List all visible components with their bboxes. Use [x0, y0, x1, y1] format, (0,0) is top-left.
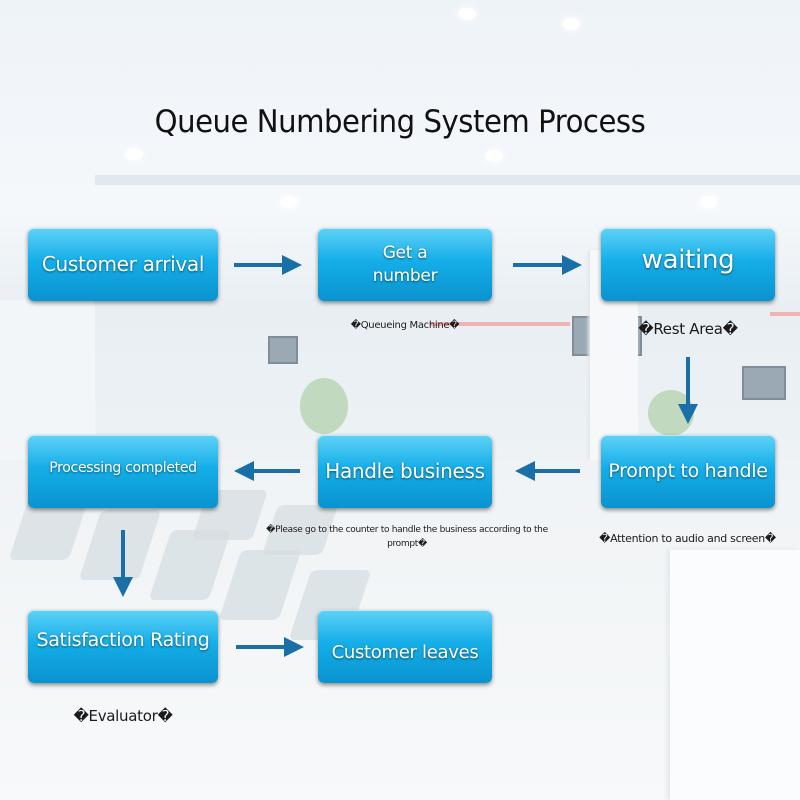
note-attention: �Attention to audio and screen�: [599, 532, 776, 545]
ceiling-light: [700, 196, 718, 208]
note-evaluator: �Evaluator�: [73, 707, 173, 725]
node-label: Satisfaction Rating: [36, 628, 210, 651]
diagram-title: Queue Numbering System Process: [154, 104, 646, 140]
node-label: Customer arrival: [41, 252, 205, 276]
node-handle-business: Handle business: [318, 435, 492, 508]
node-label-line2: number: [372, 265, 438, 286]
note-queueing-machine: �Queueing Machine�: [350, 320, 460, 331]
node-label: Prompt to handle: [608, 459, 768, 482]
potted-plant: [300, 378, 348, 434]
ceiling-light: [125, 148, 143, 160]
wall-stripe: [770, 312, 800, 316]
node-prompt-to-handle: Prompt to handle: [601, 435, 775, 508]
node-label: waiting: [641, 244, 735, 275]
back-wall: [95, 300, 800, 460]
node-satisfaction-rating: Satisfaction Rating: [28, 610, 218, 683]
wall-stripe: [430, 322, 570, 326]
node-label: Handle business: [325, 459, 485, 483]
node-label: Customer leaves: [331, 642, 479, 664]
node-processing-completed: Processing completed: [28, 435, 218, 508]
node-waiting: waiting: [601, 228, 775, 301]
wall-monitor: [268, 336, 298, 364]
node-customer-arrival: Customer arrival: [28, 228, 218, 301]
ceiling-light: [562, 18, 580, 30]
node-label: Processing completed: [49, 460, 197, 477]
node-get-number: Get a number: [318, 228, 492, 301]
ceiling-light: [458, 8, 476, 20]
ceiling-light: [280, 196, 298, 208]
service-desk: [670, 550, 800, 800]
note-counter: �Please go to the counter to handle the …: [266, 525, 548, 550]
ceiling-light: [485, 150, 503, 162]
node-label-line1: Get a: [382, 242, 428, 263]
node-customer-leaves: Customer leaves: [318, 610, 492, 683]
ceiling-beam: [95, 175, 800, 185]
wall-monitor: [742, 366, 786, 400]
note-rest-area: �Rest Area�: [638, 320, 738, 338]
